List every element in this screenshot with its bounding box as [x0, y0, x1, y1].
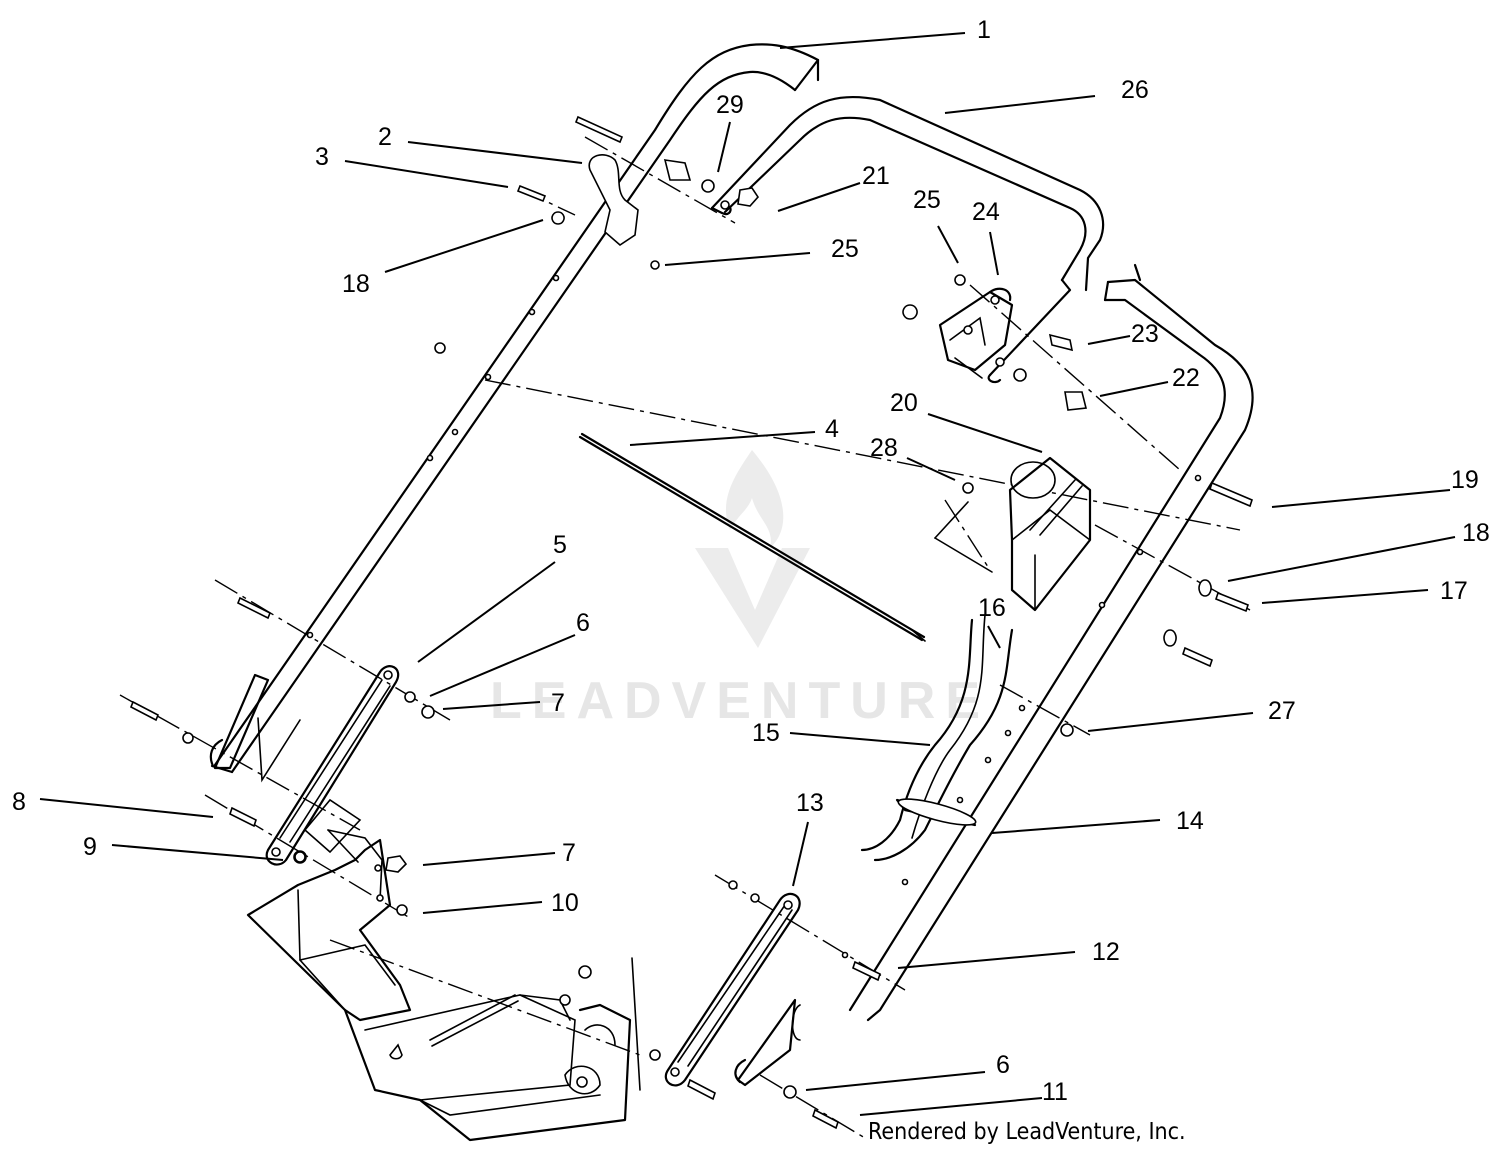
callout-labels: 1 2 3 4 5 6 6 7 7 8 9 10 11 12 13 14 15 … [12, 16, 1490, 1106]
callout-18-right: 18 [1462, 519, 1490, 547]
right-slotted-link [631, 892, 801, 1091]
washer-bracket [902, 304, 918, 320]
bolt-19 [1209, 481, 1253, 508]
clip-28 [962, 482, 974, 494]
callout-10: 10 [551, 889, 579, 917]
callout-16: 16 [978, 594, 1006, 622]
bolt-left-upper [236, 596, 272, 620]
nut-25-left [650, 260, 660, 270]
callout-26: 26 [1121, 76, 1149, 104]
bolt-3 [516, 184, 547, 203]
leader-lines [39, 32, 1456, 1116]
callout-8: 8 [12, 788, 26, 816]
nut-deck-1 [578, 965, 592, 979]
callout-6-lower: 6 [996, 1051, 1010, 1079]
hardware [129, 115, 1253, 1130]
watermark-v-icon [695, 548, 810, 648]
nut-25-right [954, 274, 966, 286]
callout-24: 24 [972, 198, 1000, 226]
callout-12: 12 [1092, 938, 1120, 966]
callout-4: 4 [825, 415, 839, 443]
bolt-23 [1048, 333, 1074, 352]
callout-14: 14 [1176, 807, 1204, 835]
callout-11: 11 [1042, 1078, 1068, 1106]
callout-1: 1 [977, 16, 991, 44]
callout-22: 22 [1172, 364, 1200, 392]
mower-deck [246, 829, 632, 1142]
lower-handle [734, 263, 1254, 1087]
lever-bracket [938, 287, 1014, 379]
callout-27: 27 [1268, 697, 1296, 725]
nut-left-lower [182, 732, 194, 744]
callout-25-right: 25 [913, 186, 941, 214]
bolt-11 [812, 1108, 839, 1130]
alignment-lines [119, 136, 1251, 1139]
middle-handle [710, 95, 1105, 384]
nut-13-a [728, 880, 738, 890]
callout-20: 20 [890, 389, 918, 417]
callout-2: 2 [378, 123, 392, 151]
callout-7-upper: 7 [551, 689, 565, 717]
callout-21: 21 [862, 162, 890, 190]
callout-19: 19 [1451, 466, 1479, 494]
callout-18-left: 18 [342, 270, 370, 298]
watermark-text: LEADVENTURE [490, 672, 990, 730]
bolt-bottom-mid [687, 1078, 716, 1101]
nut-10 [396, 904, 408, 916]
render-credit: Rendered by LeadVenture, Inc. [868, 1119, 1186, 1145]
bolt-top [574, 115, 624, 144]
bolt-17 [1215, 591, 1249, 613]
bolt-lower-right [1182, 646, 1213, 668]
washer-18-right [1198, 579, 1212, 597]
nut-small [434, 342, 446, 354]
washer-6-bottom [783, 1085, 797, 1099]
washer-6-left [404, 691, 416, 703]
nut-13-b [750, 893, 760, 903]
upper-handle [209, 43, 820, 783]
callout-15: 15 [752, 719, 780, 747]
cables [860, 614, 1014, 862]
washer-29 [701, 179, 715, 193]
nut-27 [1060, 723, 1074, 737]
callout-13: 13 [796, 789, 824, 817]
nut-7-upper [421, 705, 435, 719]
callout-29: 29 [716, 91, 744, 119]
washer-lower-right [1163, 629, 1177, 647]
callout-7-lower: 7 [562, 839, 576, 867]
callout-28: 28 [870, 434, 898, 462]
callout-17: 17 [1440, 577, 1468, 605]
control-rod [578, 432, 926, 642]
watermark-flame-icon [725, 450, 784, 548]
callout-9: 9 [83, 833, 97, 861]
bolt-8 [229, 806, 257, 828]
washer-9 [294, 851, 306, 863]
watermark: LEADVENTURE [490, 450, 990, 730]
knob-22 [1064, 391, 1087, 411]
bolt-left-lower [129, 700, 160, 722]
nut-21 [737, 187, 760, 207]
washer-22 [1013, 368, 1027, 382]
nut-7-lower [385, 855, 408, 873]
callout-3: 3 [315, 143, 329, 171]
washer-18-top [551, 211, 565, 225]
callout-5: 5 [553, 531, 567, 559]
control-box [934, 456, 1092, 612]
clamp-2 [588, 154, 639, 247]
callout-23: 23 [1131, 320, 1159, 348]
spacer [663, 159, 692, 181]
nut-deck-2 [559, 994, 571, 1006]
callout-25-left: 25 [831, 235, 859, 263]
callout-6-upper: 6 [576, 609, 590, 637]
bolt-12 [852, 960, 881, 982]
